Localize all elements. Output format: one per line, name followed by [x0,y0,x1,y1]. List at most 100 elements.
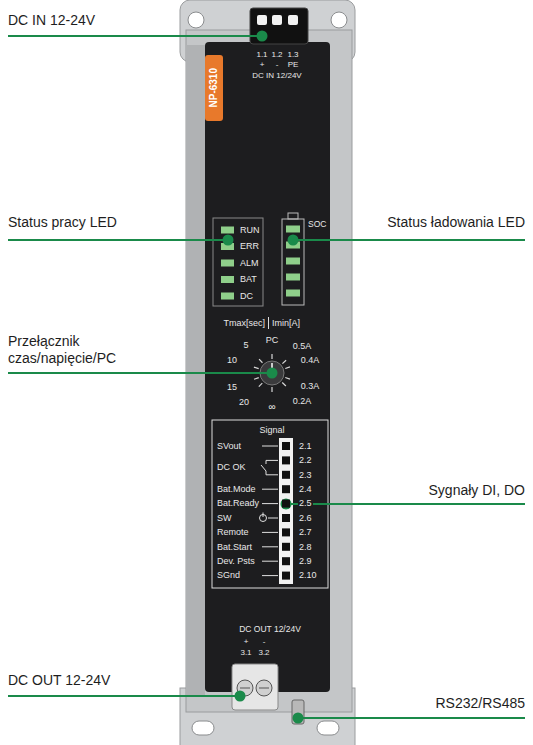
signal-wire [268,518,278,519]
led-label: ALM [240,258,259,268]
input-terminal-block [250,8,308,44]
dial-tick [282,383,286,386]
input-terminal-block [272,15,282,25]
callout-label: DC IN 12-24V [8,12,95,29]
pin-number: 2.1 [298,441,313,451]
dial-tick [282,360,286,363]
led-label: BAT [240,274,257,284]
dial-label: 20 [239,397,249,407]
signal-wire [266,460,278,464]
dial-tick [254,378,259,380]
housing [331,12,347,28]
dial-tick [285,367,290,369]
output-terminal-block [256,680,272,696]
terminal-hole [282,471,290,479]
leader-line [293,239,525,241]
dial-label: 0.4A [301,355,320,365]
terminal-hole [282,543,290,551]
signal-name: Remote [217,527,249,537]
leader-dot [223,31,304,724]
battery-soc-indicator [286,290,300,297]
terminal-hole [282,528,290,536]
panel-label: Tmax[sec] [223,318,265,328]
front-panel [205,42,330,692]
leader-line [8,36,525,718]
status-led-block [221,227,234,234]
terminal-hole [282,572,290,580]
leader-dot [257,31,268,42]
signal-name: SGnd [217,570,240,580]
panel-label: Imin[A] [272,318,300,328]
housing [192,721,214,735]
output-terminal-block [232,664,278,710]
dial-tick [254,367,259,369]
signal-wire [262,503,278,504]
battery-soc-indicator [286,274,300,281]
output-terminal-block [259,688,269,689]
dial-label: 15 [227,382,237,392]
input-terminal-block [288,15,298,25]
leader-dot [235,691,246,702]
pin-number: 2.9 [298,556,313,566]
panel-label: DC OUT 12/24V [239,625,301,635]
dial-tick [285,378,290,380]
leader-dot [288,235,299,246]
leader-line [8,695,240,697]
pin-number: 2.10 [298,570,318,580]
dial-tick [259,359,262,363]
signal-wire [262,546,278,547]
serial-port-jack [292,700,304,724]
battery-soc-indicator [286,226,300,233]
status-led-block [221,293,234,300]
dial-label: 10 [227,355,237,365]
led-label: DC [240,291,253,301]
input-terminal-block [257,15,267,25]
dial-label: ∞ [268,401,275,413]
leader-line [8,372,272,374]
callout-label: RS232/RS485 [435,695,525,712]
dial-label: 0.5A [293,341,312,351]
signal-wire [262,532,278,533]
signal-name: SW [217,513,232,523]
leader-line [298,717,525,719]
pin-number: 2.6 [298,513,313,523]
signal-wire [261,465,278,475]
battery-soc-indicator [282,219,304,305]
panel-label: SOC [308,220,326,230]
dial-label: PC [266,335,279,345]
signal-name: Bat.Start [217,542,252,552]
housing [188,12,204,28]
panel-label: DC IN 12/24V [252,71,301,80]
separator [268,317,269,329]
input-terminal-block [250,8,308,44]
leader-dot [281,499,292,510]
pin-number: 2.2 [298,455,313,465]
terminal-hole [282,485,290,493]
dial-tick [259,383,262,387]
signal-wire [260,446,279,576]
housing [317,721,339,735]
panel-label: 3.2 [258,648,269,657]
dial-label: 0.2A [293,396,312,406]
panel-label: 1.2 [271,50,282,59]
signal-terminal [279,438,293,584]
leader-dot [293,713,304,724]
battery-soc-indicator [288,213,298,219]
leader-line [286,503,525,505]
callout-label: Przełącznik czas/napięcie/PC [8,333,158,367]
signal-name: DC OK [217,462,246,472]
signal-name: SVout [217,441,241,451]
status-led-block [221,260,234,267]
signal-name: Bat.Ready [217,498,259,508]
dial-label: 0.3A [301,381,320,391]
panel-label: 1.1 [256,50,267,59]
callout-label: Sygnały DI, DO [429,482,525,499]
panel-label: + [244,637,249,646]
led-label: ERR [240,241,259,251]
panel-label: 3.1 [240,648,251,657]
housing [186,30,352,712]
callout-label: Status pracy LED [8,214,117,231]
callout-label: DC OUT 12-24V [8,672,110,689]
panel-label: PE [288,60,299,69]
battery-soc-indicator [286,258,300,265]
